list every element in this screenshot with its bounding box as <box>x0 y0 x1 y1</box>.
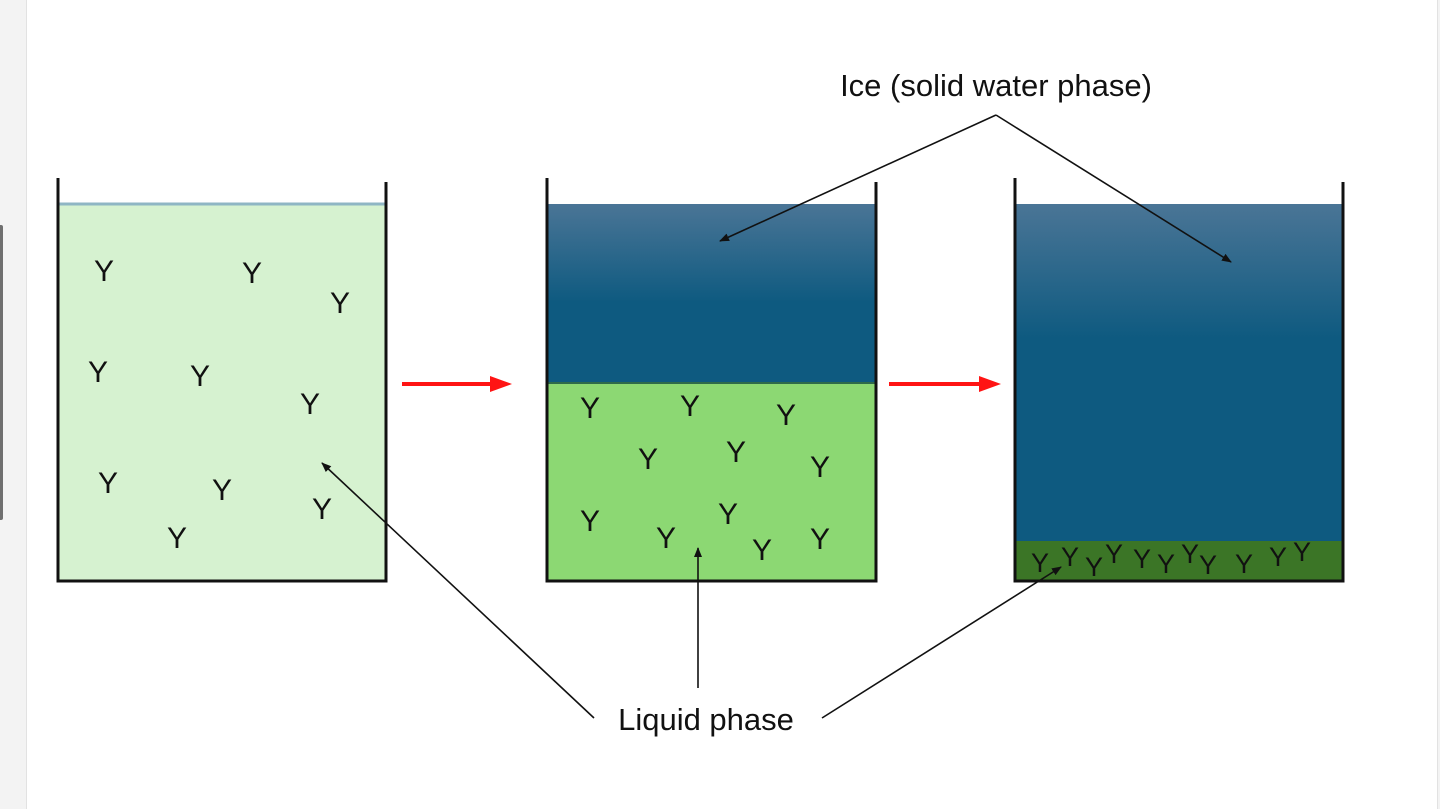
particle-y: Y <box>1293 537 1311 567</box>
particle-y: Y <box>1269 542 1287 572</box>
red-right-arrow-1 <box>402 376 512 392</box>
beaker-2-ice <box>548 204 876 383</box>
particle-y: Y <box>776 399 796 432</box>
beaker-1 <box>56 178 388 583</box>
liquid-phase-label: Liquid phase <box>618 702 794 737</box>
particle-y: Y <box>1181 539 1199 569</box>
beaker-2 <box>545 178 878 583</box>
beaker-3 <box>1013 178 1345 583</box>
particle-y: Y <box>330 287 350 320</box>
beaker-3-liquid <box>1016 541 1343 581</box>
particle-y: Y <box>1105 539 1123 569</box>
ice-label: Ice (solid water phase) <box>840 68 1152 103</box>
beaker-1-liquid <box>59 204 386 581</box>
particle-y: Y <box>810 451 830 484</box>
particle-y: Y <box>300 388 320 421</box>
particle-y: Y <box>1085 552 1103 582</box>
particle-y: Y <box>726 436 746 469</box>
beaker-2-outline <box>545 178 878 583</box>
particle-y: Y <box>752 534 772 567</box>
beaker-3-particles: Y Y Y Y Y Y Y Y Y Y Y <box>1031 537 1311 582</box>
particle-y: Y <box>718 498 738 531</box>
particle-y: Y <box>1061 542 1079 572</box>
beaker-2-particles: Y Y Y Y Y Y Y Y Y Y Y <box>580 390 830 567</box>
particle-y: Y <box>580 505 600 538</box>
particle-y: Y <box>1157 549 1175 579</box>
particle-y: Y <box>312 493 332 526</box>
particle-y: Y <box>212 474 232 507</box>
particle-y: Y <box>167 522 187 555</box>
beaker-1-particles: Y Y Y Y Y Y Y Y Y Y <box>88 255 350 555</box>
particle-y: Y <box>1199 550 1217 580</box>
red-right-arrow-2 <box>889 376 1001 392</box>
particle-y: Y <box>1235 549 1253 579</box>
liquid-callout-lines <box>321 462 1062 719</box>
particle-y: Y <box>680 390 700 423</box>
particle-y: Y <box>1031 548 1049 578</box>
particle-y: Y <box>656 522 676 555</box>
particle-y: Y <box>810 523 830 556</box>
beaker-1-outline <box>56 178 388 583</box>
particle-y: Y <box>580 392 600 425</box>
particle-y: Y <box>242 257 262 290</box>
beaker-2-liquid <box>548 383 876 581</box>
particle-y: Y <box>88 356 108 389</box>
side-panel-tab[interactable] <box>0 225 3 520</box>
particle-y: Y <box>98 467 118 500</box>
particle-y: Y <box>638 443 658 476</box>
particle-y: Y <box>94 255 114 288</box>
particle-y: Y <box>1133 544 1151 574</box>
beaker-3-outline <box>1013 178 1345 583</box>
particle-y: Y <box>190 360 210 393</box>
ice-callout-lines <box>719 114 1232 263</box>
beaker-3-ice <box>1016 204 1343 541</box>
